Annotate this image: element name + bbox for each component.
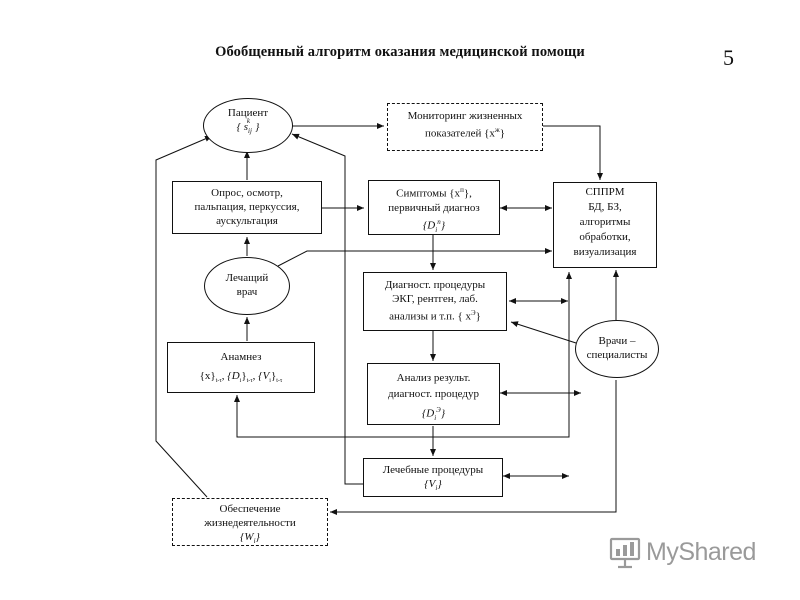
life-support-label-2: жизнедеятельности: [204, 517, 296, 529]
doctor-label-1: Лечащий: [225, 272, 269, 284]
anamnesis-label-1: Анамнез: [220, 351, 262, 363]
treatment-label-2: {V: [424, 478, 436, 490]
specialists-node: Врачи – специалисты: [575, 320, 659, 378]
myshared-logo: MyShared: [608, 536, 768, 572]
analysis-label-1: Анализ результ.: [396, 372, 471, 384]
symptoms-label-3: {D: [422, 219, 436, 232]
anamnesis-label-4: {V: [258, 370, 270, 382]
survey-label-1: Опрос, осмотр,: [211, 187, 283, 199]
doctor-node: Лечащий врач: [204, 257, 290, 315]
sppr-label-5: визуализация: [573, 246, 637, 258]
anamnesis-label-3: {D: [227, 370, 240, 382]
edge-sppr-lifesupport: [330, 380, 617, 515]
sppr-label-4: обработки,: [579, 231, 631, 243]
sppr-label-3: алгоритмы: [579, 216, 631, 228]
analysis-label-3: {D: [421, 407, 435, 420]
survey-label-3: аускультация: [216, 215, 278, 227]
life-support-label-1: Обеспечение: [219, 503, 281, 515]
treatment-label-1: Лечебные процедуры: [382, 464, 484, 476]
survey-node: Опрос, осмотр, пальпация, перкуссия, аус…: [172, 181, 322, 234]
anamnesis-node: Анамнез {x}t-τ, {Di}t-τ, {Vi}t-τ: [167, 342, 315, 393]
symptoms-node: Симптомы {xп}, первичный диагноз {Diп}: [368, 180, 500, 235]
monitoring-label-2: показателей {x: [425, 127, 495, 140]
monitoring-label-1: Мониторинг жизненных: [407, 110, 523, 122]
edge-treatment-patient: [291, 133, 363, 485]
edge-anamnesis-sppr: [234, 272, 572, 438]
analysis-node: Анализ результ. диагност. процедур {DiЭ}: [367, 363, 500, 425]
survey-label-2: пальпация, перкуссия,: [194, 201, 300, 213]
doctor-label-2: врач: [236, 286, 258, 298]
sppr-label-2: БД, БЗ,: [588, 201, 622, 213]
diagnostics-label-3: анализы и т.п. { x: [389, 310, 471, 323]
patient-label: Пациент: [227, 107, 269, 119]
symptoms-label-2: первичный диагноз: [388, 201, 480, 214]
page-title: Обобщенный алгоритм оказания медицинской…: [215, 44, 585, 60]
edge-doctor-sppr: [277, 248, 552, 267]
edge-lifesupport-patient: [155, 135, 213, 498]
analysis-label-2: диагност. процедур: [387, 388, 479, 400]
specialists-label-2: специалисты: [586, 349, 648, 361]
sppr-node: СППРМ БД, БЗ, алгоритмы обработки, визуа…: [553, 182, 657, 268]
treatment-node: Лечебные процедуры {Vi}: [363, 458, 503, 497]
sppr-label-1: СППРМ: [585, 186, 625, 198]
monitoring-node: Мониторинг жизненных показателей {xж}: [387, 103, 543, 151]
patient-node: Пациент { sijk}: [203, 98, 293, 153]
diagnostics-label-1: Диагност. процедуры: [384, 279, 486, 291]
presentation-board-icon: [609, 537, 641, 569]
edge-monitoring-sppr: [543, 125, 603, 180]
anamnesis-label-2: {x}: [199, 370, 216, 382]
symptoms-label-1: Симптомы {x: [396, 187, 461, 200]
life-support-node: Обеспечение жизнедеятельности {Wi}: [172, 498, 328, 546]
life-support-label-3: {W: [240, 531, 254, 543]
diagnostics-label-2: ЭКГ, рентген, лаб.: [392, 293, 478, 305]
specialists-label-1: Врачи –: [598, 335, 636, 347]
myshared-logo-text: MyShared: [646, 538, 756, 566]
patient-set-symbol: { s: [236, 121, 249, 133]
edge-specialists-diagnostics: [510, 321, 577, 344]
page-number: 5: [723, 45, 734, 70]
diagnostics-node: Диагност. процедуры ЭКГ, рентген, лаб. а…: [363, 272, 507, 331]
